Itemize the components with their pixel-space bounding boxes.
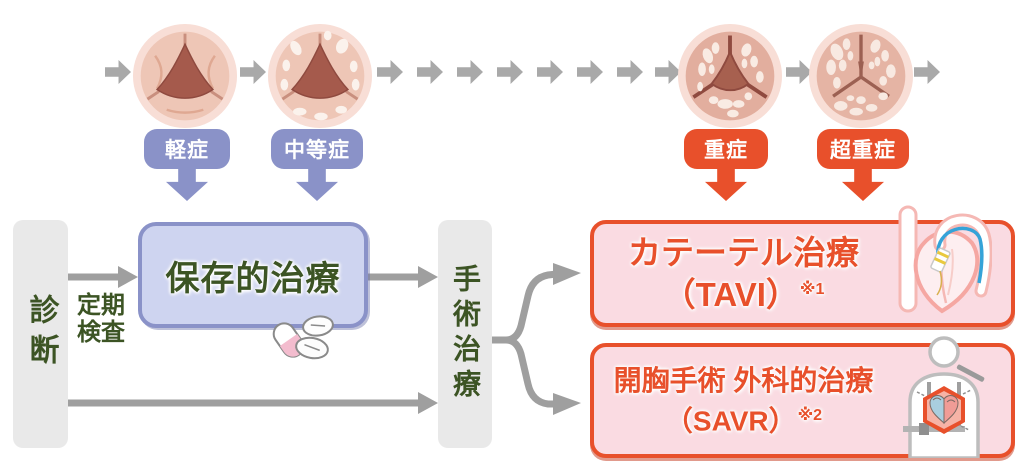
valve-moderate-illustration	[267, 23, 373, 129]
severity-badge-severe: 重症	[684, 129, 768, 169]
severity-badge-label: 超重症	[830, 139, 896, 162]
tavi-subtitle: （TAVI）※1	[662, 276, 825, 313]
valve-severe-illustration	[677, 23, 783, 129]
tavi-heart-catheter-illustration	[898, 205, 992, 314]
severity-badge-very-severe: 超重症	[817, 129, 909, 169]
tavi-footnote-mark: ※1	[799, 281, 825, 298]
severity-badge-moderate: 中等症	[271, 129, 363, 169]
savr-title: 開胸手術 外科的治療	[613, 364, 874, 396]
surgical-treatment-box: 手術治療	[438, 220, 492, 448]
savr-subtitle: （SAVR）※2	[664, 405, 823, 437]
conservative-treatment-label: 保存的治療	[165, 259, 341, 298]
valve-very-severe-illustration	[808, 23, 914, 129]
severity-badge-mild: 軽症	[144, 129, 230, 169]
periodic-check-label: 定期 検査	[77, 292, 125, 346]
tavi-title: カテーテル治療	[628, 234, 859, 271]
surgical-treatment-label: 手術治療	[450, 264, 481, 404]
severity-badge-label: 軽症	[165, 139, 209, 162]
conservative-treatment-box: 保存的治療	[138, 222, 368, 328]
savr-open-chest-illustration	[903, 336, 985, 458]
severity-badge-label: 中等症	[284, 139, 350, 162]
diagnosis-box: 診断	[13, 220, 68, 448]
valve-mild-illustration	[132, 23, 238, 129]
severity-badge-label: 重症	[704, 139, 748, 162]
diagnosis-label: 診断	[24, 294, 58, 374]
savr-footnote-mark: ※2	[797, 406, 823, 424]
medication-pills-icon	[272, 315, 334, 360]
